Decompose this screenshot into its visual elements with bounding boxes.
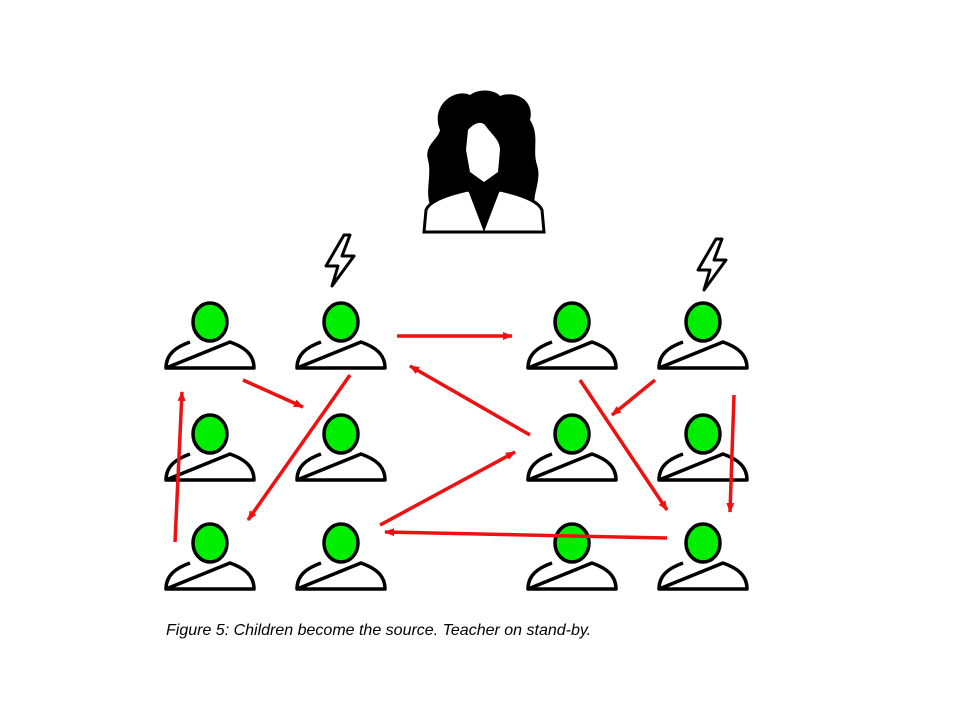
arrow [242,378,304,409]
arrow [246,373,352,522]
lightning-icon [696,237,728,292]
child-icon [526,413,618,482]
arrow [379,450,516,527]
child-icon [295,301,387,370]
arrow [384,528,668,540]
teacher-icon [422,90,546,234]
lightning-icon [324,233,356,288]
arrow [173,391,186,543]
child-icon [657,301,749,370]
child-icon [164,413,256,482]
child-icon [295,522,387,591]
arrow [409,364,531,437]
child-icon [164,301,256,370]
child-icon [526,522,618,591]
child-icon [526,301,618,370]
child-icon [657,413,749,482]
child-icon [295,413,387,482]
arrow [610,378,657,417]
figure-caption: Figure 5: Children become the source. Te… [166,622,592,639]
child-icon [164,522,256,591]
arrow [578,379,669,511]
child-icon [657,522,749,591]
arrow [726,394,736,513]
